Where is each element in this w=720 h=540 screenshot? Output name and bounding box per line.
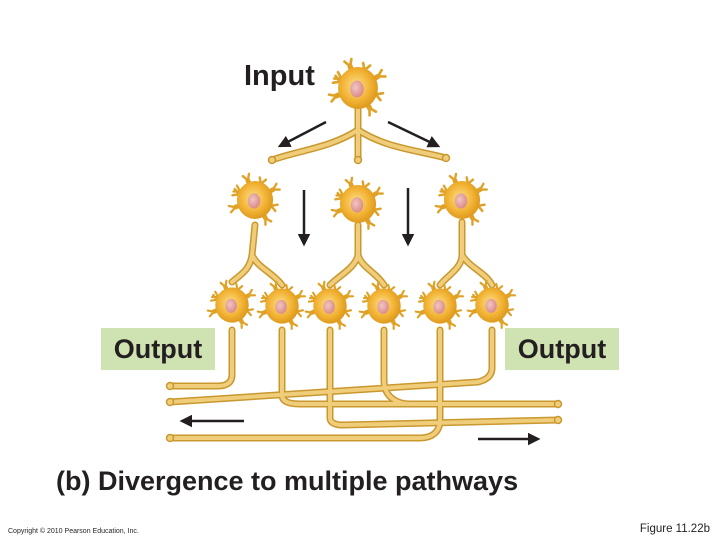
nucleus bbox=[275, 299, 287, 314]
nucleus bbox=[454, 193, 468, 209]
axon-group bbox=[165, 96, 563, 443]
middle-neuron-left bbox=[227, 172, 281, 226]
output-label-left: Output bbox=[101, 328, 215, 370]
middle-neuron-center bbox=[330, 176, 384, 230]
input-neuron bbox=[327, 57, 387, 117]
figure-number: Figure 11.22b bbox=[639, 523, 710, 535]
nucleus bbox=[377, 299, 389, 314]
arrow-to-right-branch bbox=[387, 120, 441, 148]
nucleus bbox=[433, 299, 445, 314]
middle-neuron-right bbox=[434, 172, 488, 226]
output-neuron-5 bbox=[414, 280, 465, 331]
nucleus bbox=[350, 197, 364, 213]
input-label: Input bbox=[244, 60, 315, 92]
arrow-to-left-branch bbox=[277, 120, 327, 148]
output-neuron-6 bbox=[466, 279, 517, 330]
output-neuron-3 bbox=[304, 280, 355, 331]
nucleus bbox=[323, 299, 335, 314]
output-neuron-4 bbox=[358, 280, 409, 331]
copyright-notice: Copyright © 2010 Pearson Education, Inc. bbox=[8, 528, 139, 535]
nucleus bbox=[247, 193, 261, 209]
nucleus bbox=[225, 298, 237, 313]
output-label-right: Output bbox=[505, 328, 619, 370]
nucleus bbox=[350, 80, 364, 98]
figure-caption: (b) Divergence to multiple pathways bbox=[56, 466, 519, 496]
signal-arrows bbox=[179, 120, 541, 446]
output-neuron-1 bbox=[206, 279, 257, 330]
output-neuron-2 bbox=[256, 280, 307, 331]
nucleus bbox=[485, 298, 497, 313]
